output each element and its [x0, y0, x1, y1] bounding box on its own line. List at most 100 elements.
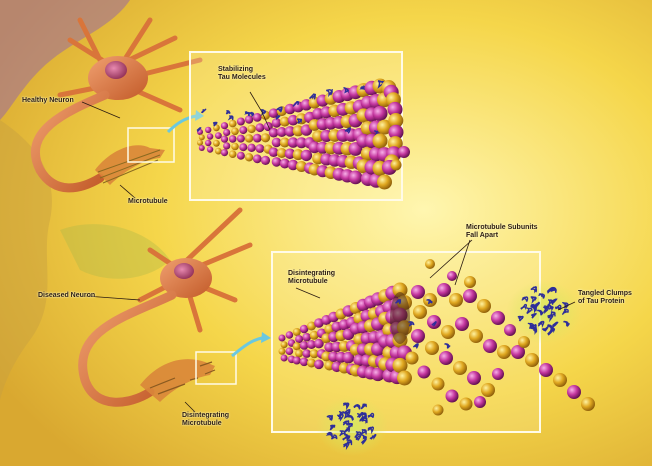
loose-subunit-gold [460, 398, 473, 411]
label-disintegrating-upper-line2: Microtubule [288, 278, 335, 286]
loose-subunit-gold [525, 353, 539, 367]
subunit-magenta [256, 144, 265, 153]
subunit-magenta [256, 123, 265, 132]
loose-subunit-gold [469, 329, 483, 343]
label-disintegrating-lower-line1: Disintegrating [182, 412, 229, 420]
subunit-magenta [281, 355, 288, 362]
subunit-magenta [229, 135, 237, 143]
loose-subunit-magenta [418, 366, 431, 379]
loose-subunit-magenta [474, 396, 486, 408]
loose-subunit-magenta [491, 311, 505, 325]
subunit-magenta [205, 140, 211, 146]
subunit-magenta [199, 145, 205, 151]
label-stabilizing-tau: Stabilizing Tau Molecules [218, 66, 266, 82]
subunit-gold [377, 175, 392, 190]
healthy-neuron-nucleus [105, 61, 127, 79]
loose-subunit-magenta [463, 289, 477, 303]
subunit-gold [281, 341, 288, 348]
subunit-gold [293, 328, 301, 336]
loose-subunit-magenta [411, 285, 425, 299]
subunit-magenta [349, 171, 363, 185]
subunit-gold [373, 133, 388, 148]
subunit-gold [397, 371, 412, 386]
loose-subunit-magenta [567, 385, 581, 399]
subunit-magenta [314, 360, 324, 370]
loose-subunit-magenta [437, 283, 451, 297]
loose-subunit-gold [413, 305, 427, 319]
subunit-gold [245, 134, 253, 142]
loose-subunit-gold [581, 397, 595, 411]
label-microtubule-subunits-line1: Microtubule Subunits [466, 224, 538, 232]
subunit-magenta [253, 134, 262, 143]
subunit-gold [279, 348, 286, 355]
label-healthy-neuron: Healthy Neuron [22, 97, 74, 105]
subunit-gold [245, 153, 253, 161]
loose-subunit-magenta [455, 317, 469, 331]
subunit-gold [261, 133, 270, 142]
loose-subunit-magenta [492, 368, 504, 380]
loose-subunit-gold [481, 383, 495, 397]
subunit-magenta [293, 357, 301, 365]
loose-subunit-gold [432, 378, 445, 391]
label-tangled-clumps-line1: Tangled Clumps [578, 290, 632, 298]
subunit-magenta [237, 118, 245, 126]
loose-subunit-magenta [483, 339, 497, 353]
loose-subunit-gold [425, 341, 439, 355]
subunit-magenta [205, 127, 211, 133]
subunit-gold [229, 150, 237, 158]
loose-subunit-gold [449, 293, 463, 307]
subunit-gold [231, 143, 239, 151]
label-tangled-clumps: Tangled Clumps of Tau Protein [578, 290, 632, 306]
diseased-neuron-nucleus [174, 263, 194, 279]
subunit-magenta [207, 133, 213, 139]
subunit-magenta [373, 106, 388, 121]
subunit-magenta [237, 135, 245, 143]
loose-subunit-magenta [446, 390, 459, 403]
loose-subunit-gold [433, 405, 444, 416]
subunit-magenta [223, 129, 230, 136]
loose-subunit-magenta [439, 351, 453, 365]
subunit-gold [197, 140, 203, 146]
label-microtubule-subunits-line2: Fall Apart [466, 232, 538, 240]
loose-subunit-magenta [467, 371, 481, 385]
label-disintegrating-lower: Disintegrating Microtubule [182, 412, 229, 428]
subunit-magenta [221, 149, 228, 156]
subunit-gold [293, 342, 301, 350]
subunit-magenta [272, 157, 282, 167]
label-stabilizing-tau-line1: Stabilizing [218, 66, 266, 74]
loose-subunit-gold [553, 373, 567, 387]
subunit-magenta [398, 146, 410, 158]
subunit-magenta [286, 331, 294, 339]
label-disintegrating-upper-line1: Disintegrating [288, 270, 335, 278]
subunit-gold [247, 125, 255, 133]
subunit-magenta [279, 335, 286, 342]
subunit-magenta [253, 113, 262, 122]
tau-clump-bottom [316, 396, 388, 456]
subunit-gold [391, 160, 402, 171]
subunit-magenta [223, 142, 230, 149]
loose-subunit-gold [441, 325, 455, 339]
subunit-magenta [221, 122, 228, 129]
subunit-magenta [247, 144, 255, 152]
tau-clump-right [506, 280, 582, 344]
subunit-magenta [239, 143, 247, 151]
subunit-magenta [215, 132, 222, 139]
label-disintegrating-upper: Disintegrating Microtubule [288, 270, 335, 286]
loose-subunit-magenta [411, 329, 425, 343]
subunit-magenta [286, 347, 294, 355]
subunit-magenta [300, 358, 309, 367]
tau-molecule [226, 111, 229, 114]
loose-subunit-gold [477, 299, 491, 313]
subunit-magenta [261, 156, 270, 165]
label-stabilizing-tau-line2: Tau Molecules [218, 74, 266, 82]
subunit-gold [295, 349, 303, 357]
subunit-gold [213, 140, 220, 147]
label-microtubule-subunits: Microtubule Subunits Fall Apart [466, 224, 538, 240]
subunit-gold [199, 134, 205, 140]
subunit-magenta [237, 152, 245, 160]
subunit-magenta [253, 154, 262, 163]
label-disintegrating-lower-line2: Microtubule [182, 420, 229, 428]
loose-subunit-magenta [447, 271, 457, 281]
label-diseased-neuron: Diseased Neuron [38, 292, 95, 300]
